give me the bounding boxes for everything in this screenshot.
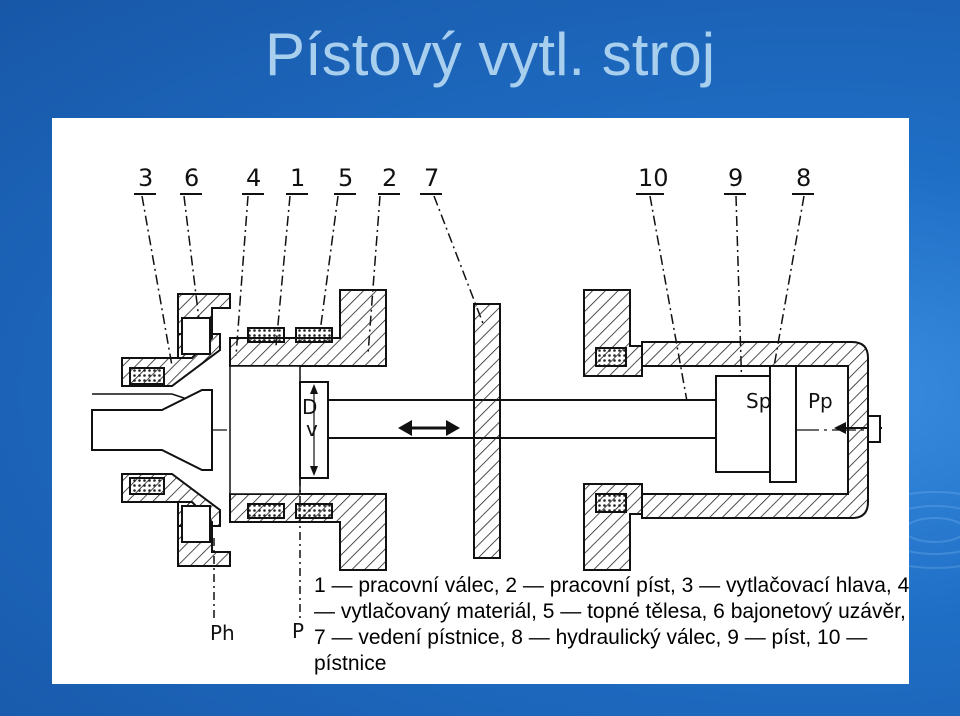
extruder-drawing: 3 6 4 1 5 2 7 10 9 8 [91,164,882,645]
label-p: P [292,619,304,643]
part-number-labels: 3 6 4 1 5 2 7 10 9 8 [138,164,811,192]
piston-rod [327,399,729,439]
direction-arrow [398,420,460,436]
extrusion-head [91,333,221,527]
part-label-3: 3 [138,164,153,192]
part-label-1: 1 [290,164,305,192]
slide-title: Pístový vytl. stroj [265,21,716,88]
diagram-caption: 1 — pracovní válec, 2 — pracovní píst, 3… [314,574,909,675]
part-label-9: 9 [728,164,743,192]
part-label-6: 6 [184,164,199,192]
working-cylinder [177,289,387,571]
label-sp: Sp [746,389,771,413]
part-label-4: 4 [246,164,261,192]
label-ph: Ph [210,621,235,645]
part-label-8: 8 [796,164,811,192]
part-label-2: 2 [382,164,397,192]
hydraulic-cylinder [583,289,882,571]
part-label-7: 7 [424,164,439,192]
label-pp: Pp [808,389,833,413]
rod-guide [473,303,501,559]
label-d: D [302,395,317,419]
part-label-5: 5 [338,164,353,192]
part-label-10: 10 [638,164,669,192]
label-dv: v [306,417,318,441]
diagram-panel: 3 6 4 1 5 2 7 10 9 8 [52,118,909,684]
